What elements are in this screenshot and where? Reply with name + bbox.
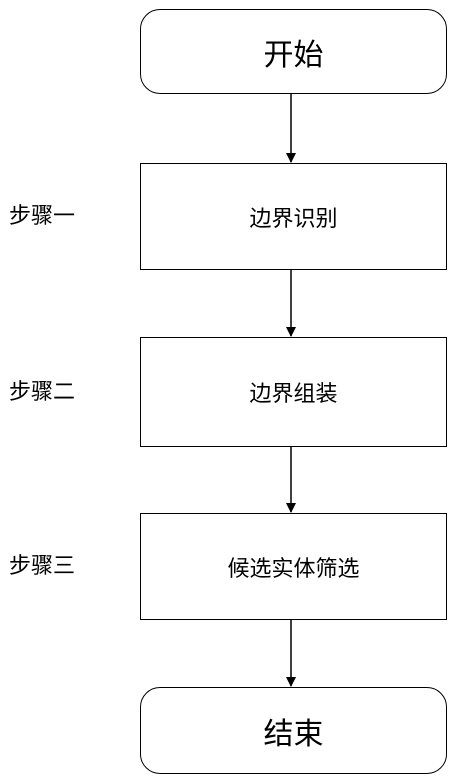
process-box-text: 边界识别 bbox=[249, 206, 338, 232]
process-box-candidate-filtering: 候选实体筛选 bbox=[140, 513, 447, 620]
start-node-text: 开始 bbox=[263, 37, 324, 73]
process-box-boundary-assembly: 边界组装 bbox=[140, 337, 447, 447]
process-box-boundary-recognition: 边界识别 bbox=[140, 163, 447, 270]
end-node: 结束 bbox=[140, 687, 447, 774]
process-box-text: 边界组装 bbox=[249, 382, 338, 407]
process-box-text: 候选实体筛选 bbox=[227, 556, 360, 582]
step-label-2: 步骤二 bbox=[9, 380, 76, 405]
step-label-1: 步骤一 bbox=[9, 204, 76, 229]
start-node: 开始 bbox=[140, 9, 447, 94]
step-label-3: 步骤三 bbox=[9, 554, 76, 579]
end-node-text: 结束 bbox=[263, 716, 324, 752]
